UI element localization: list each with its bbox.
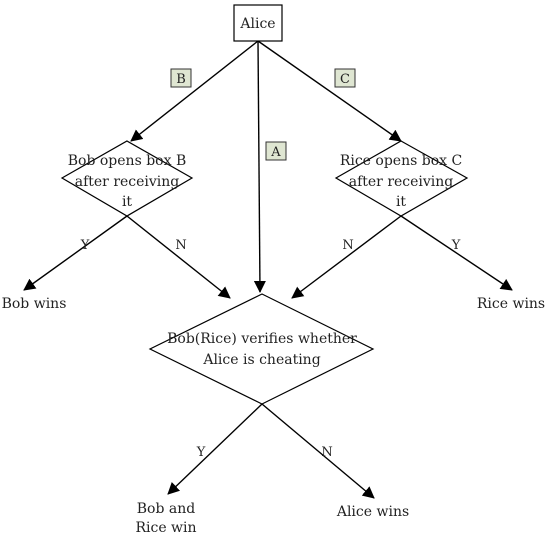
rice-decision-line-1: Rice opens box C: [340, 153, 462, 169]
edge-tag-b: B: [170, 68, 192, 88]
verify-no-label: N: [321, 445, 332, 460]
edge-alice-to-bob: [130, 40, 259, 142]
outcome-alice-wins: Alice wins: [336, 504, 409, 520]
edge-rice-no: [291, 215, 402, 299]
edge-bob-yes: [23, 215, 128, 291]
bob-decision-line-1: Bob opens box B: [68, 153, 186, 169]
edge-tag-c: C: [334, 68, 356, 88]
bob-yes-label: Y: [80, 238, 90, 253]
edge-alice-to-verify: [253, 40, 266, 293]
rice-decision-node: Rice opens box C after receiving it: [334, 140, 469, 217]
edge-rice-yes: [400, 215, 513, 291]
rice-decision-line-2: after receiving: [349, 174, 454, 190]
rice-decision-line-3: it: [396, 194, 406, 210]
verify-yes-label: Y: [196, 445, 206, 460]
verify-line-2: Alice is cheating: [202, 352, 320, 368]
outcome-rice-wins: Rice wins: [477, 296, 545, 312]
rice-yes-label: Y: [451, 238, 461, 253]
alice-label: Alice: [239, 16, 275, 32]
edge-tag-c-label: C: [340, 72, 350, 87]
alice-node: Alice: [233, 4, 283, 42]
edge-tag-a-label: A: [270, 145, 281, 160]
outcome-bob-wins: Bob wins: [2, 296, 67, 312]
rice-no-label: N: [342, 238, 353, 253]
edge-verify-no: [261, 403, 375, 499]
edge-alice-to-rice: [257, 40, 402, 142]
bob-decision-line-2: after receiving: [75, 174, 180, 190]
bob-decision-node: Bob opens box B after receiving it: [60, 140, 194, 217]
outcome-bob-rice-win-line-2: Rice win: [135, 520, 196, 536]
edge-verify-yes: [167, 403, 263, 495]
edge-tag-b-label: B: [176, 72, 186, 87]
bob-decision-line-3: it: [122, 194, 132, 210]
outcome-bob-rice-win-line-1: Bob and: [137, 501, 195, 517]
verify-line-1: Bob(Rice) verifies whether: [167, 331, 357, 347]
verify-decision-node: Bob(Rice) verifies whether Alice is chea…: [148, 293, 375, 405]
edge-tag-a: A: [265, 141, 287, 161]
bob-no-label: N: [175, 238, 186, 253]
edge-bob-no: [126, 215, 231, 299]
